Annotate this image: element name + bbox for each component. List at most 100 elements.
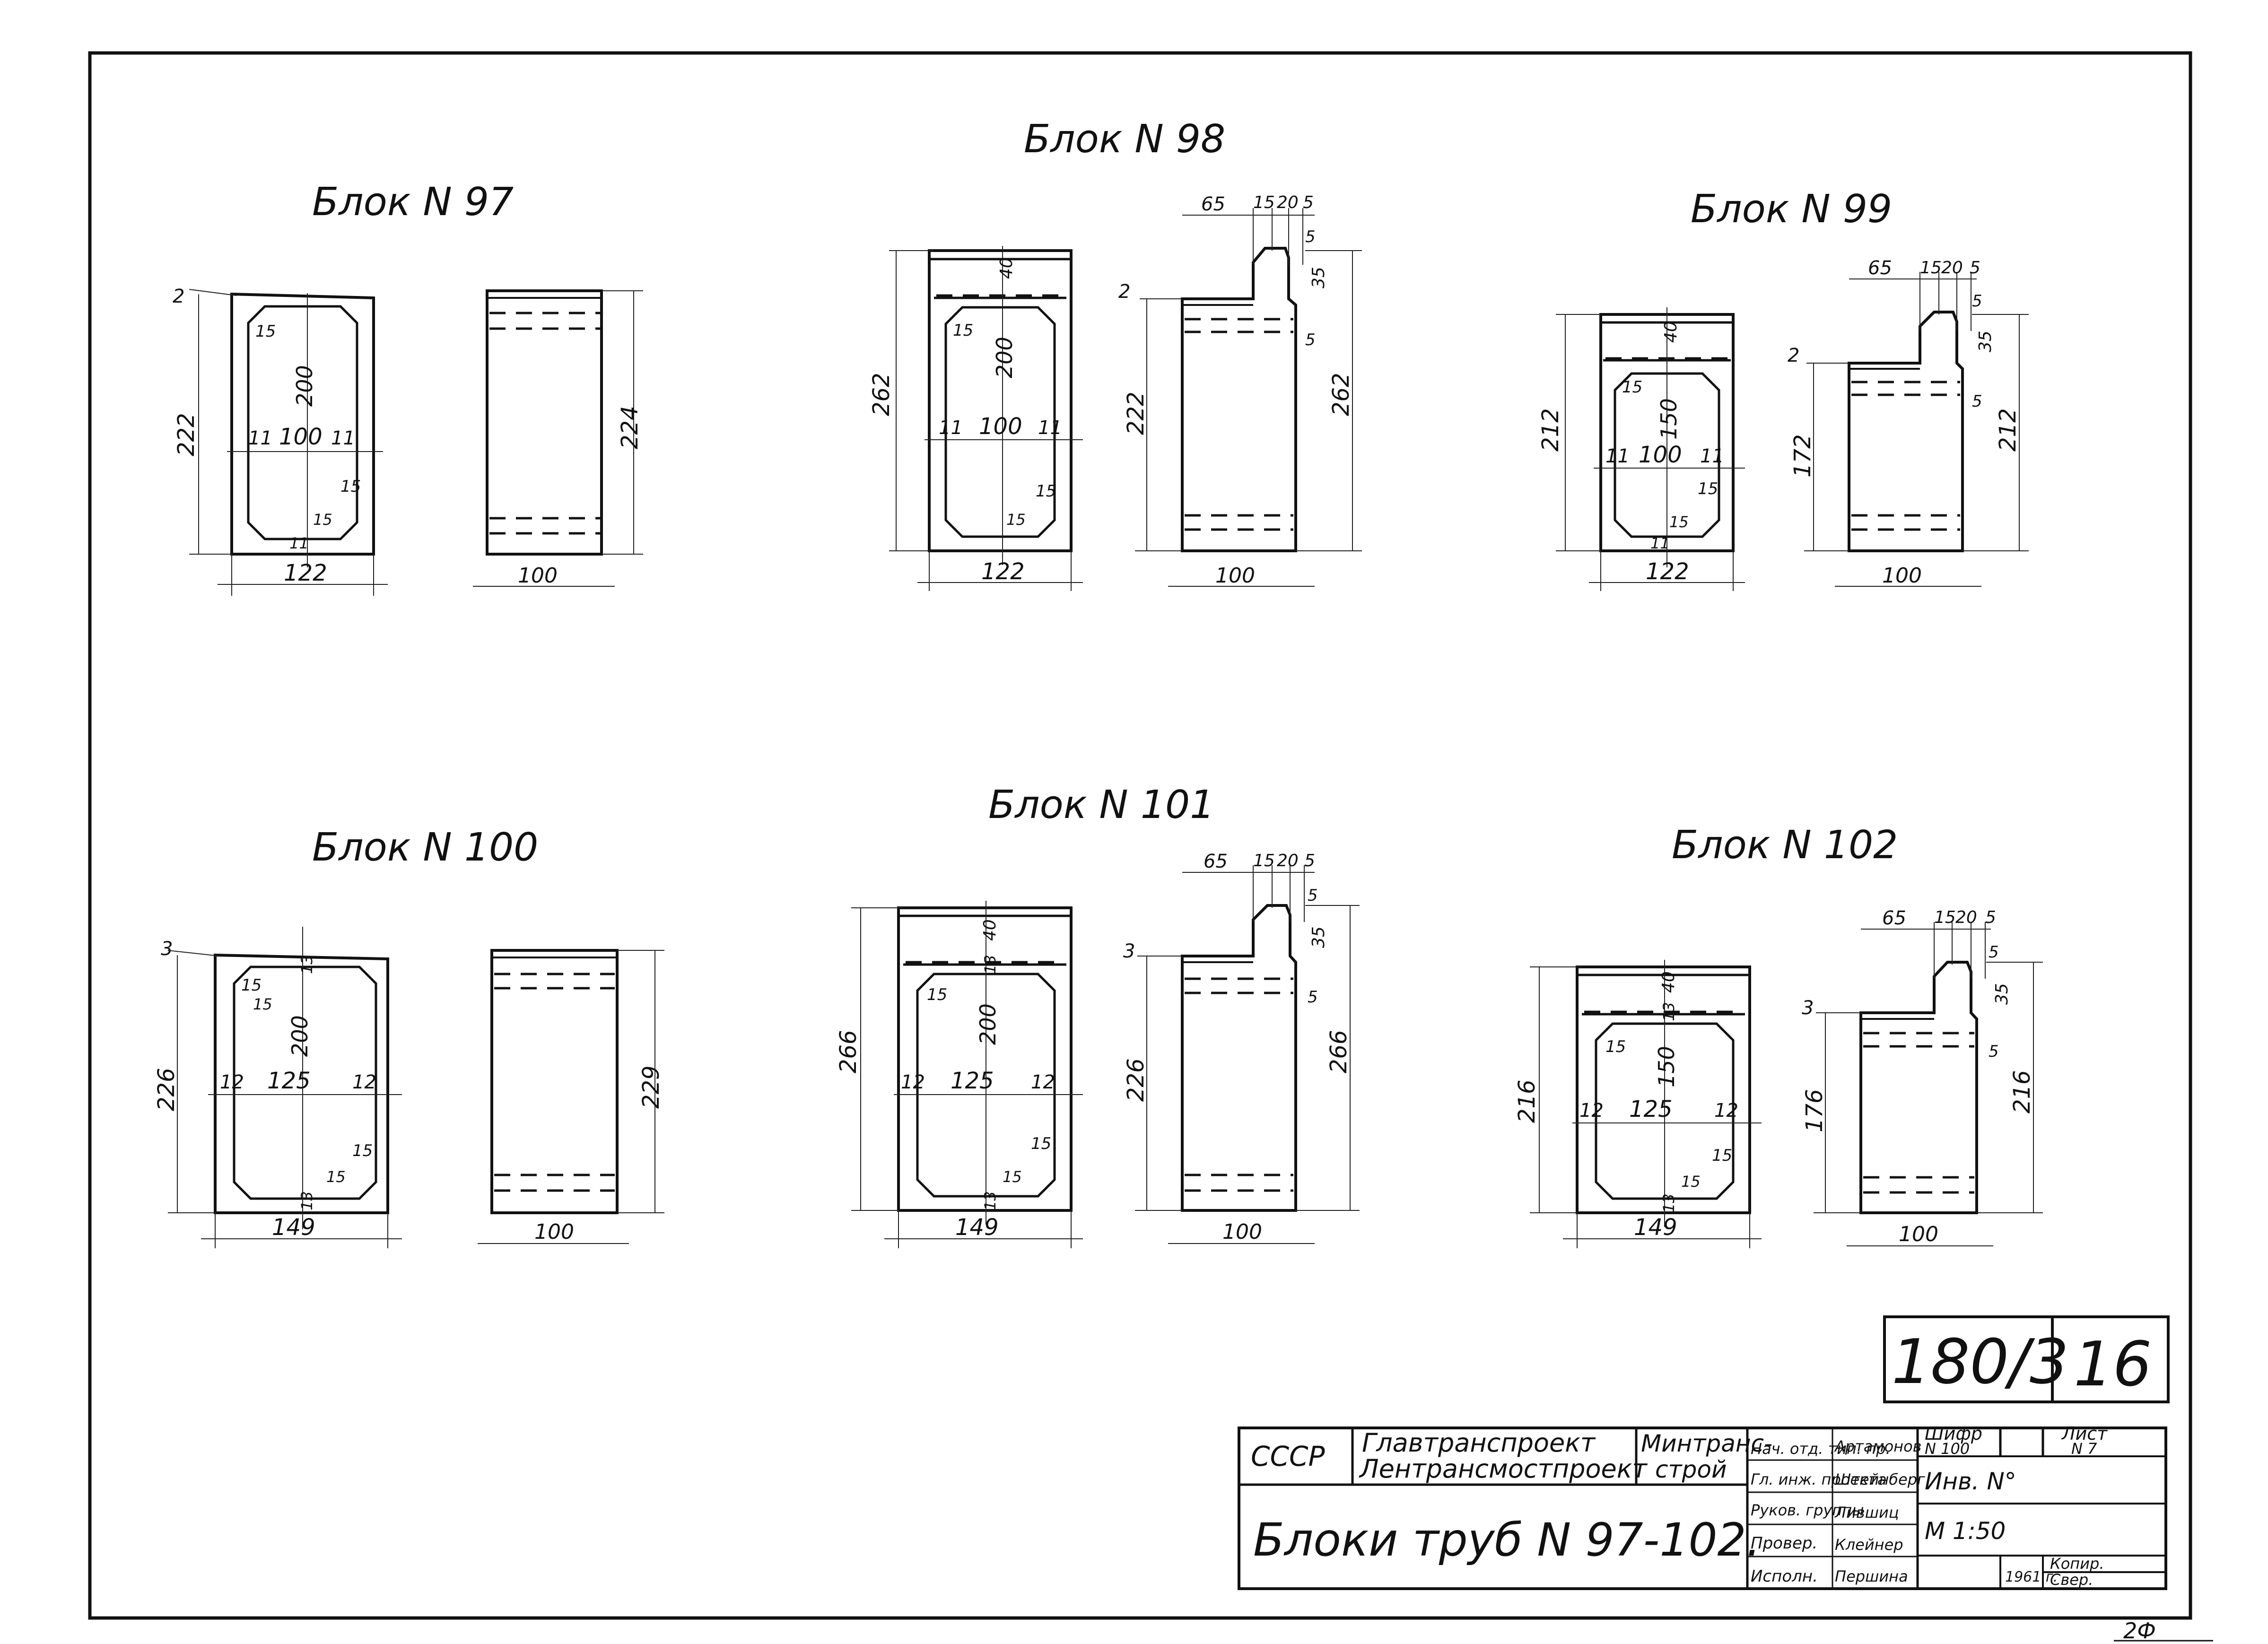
block-101-dim: 15 <box>1031 1134 1051 1153</box>
title-block: СССР Главтранспроект Лентрансмостпроект … <box>1238 1423 2167 1590</box>
block-98-side-dim: 2 <box>1118 281 1130 303</box>
block-101-width: 149 <box>955 1214 999 1241</box>
block-102-side-dim: 15 <box>1934 908 1956 927</box>
block-100-width: 149 <box>272 1214 315 1241</box>
copy-label: Копир. <box>2050 1555 2104 1573</box>
block-99-side-dim: 212 <box>1995 408 2021 452</box>
year: 1961 г. <box>2005 1569 2058 1585</box>
block-99-dim: 212 <box>1537 408 1564 452</box>
block-102-dim: 216 <box>1514 1079 1540 1123</box>
block-100-title: Блок N 100 <box>312 825 538 870</box>
signer-name: Клейнер <box>1835 1536 1903 1554</box>
cipher-value: N 100 <box>1925 1440 1970 1458</box>
block-102-side-width: 100 <box>1899 1222 1938 1246</box>
inv-label: Инв. N° <box>1925 1468 2016 1495</box>
block-101-side-width: 100 <box>1222 1220 1262 1244</box>
role-label: Исполн. <box>1751 1567 1818 1586</box>
ministry-line1: Минтранс- <box>1641 1430 1772 1457</box>
block-98-dim: 15 <box>1006 511 1026 529</box>
block-101-dim: 200 <box>975 1003 1001 1045</box>
block-99: Блок N 99 212 40 15 150 11 100 11 15 15 … <box>1537 187 2029 591</box>
block-97-title: Блок N 97 <box>312 180 514 225</box>
block-99-dim: 11 <box>1700 445 1724 467</box>
block-101-dim: 125 <box>951 1068 994 1094</box>
block-100-dim: 12 <box>220 1071 244 1093</box>
block-102-side-view <box>1814 922 2043 1246</box>
block-98-side-dim: 20 <box>1277 193 1299 212</box>
block-101-dim: 15 <box>1003 1168 1022 1186</box>
block-102-dim: 15 <box>1681 1173 1701 1191</box>
block-97-dim: 11 <box>289 534 309 552</box>
block-99-dim: 15 <box>1669 513 1689 531</box>
block-101-dim: 266 <box>835 1030 862 1073</box>
copy-value: Свер. <box>2050 1571 2093 1589</box>
sheet-label: Лист <box>2061 1423 2108 1444</box>
block-97-front-view <box>189 289 388 596</box>
block-102-side-dim: 5 <box>1985 908 1996 927</box>
block-99-dim: 100 <box>1639 442 1682 468</box>
block-99-dim: 15 <box>1698 479 1718 498</box>
block-101-dim: 12 <box>1031 1071 1055 1093</box>
block-98-dim: 15 <box>953 321 973 340</box>
block-102-dim: 40 <box>1659 971 1678 993</box>
block-101-side-view <box>1135 865 1360 1244</box>
block-99-width: 122 <box>1646 558 1689 585</box>
block-98-dim: 262 <box>868 373 895 416</box>
block-100: Блок N 100 3 226 15 15 200 12 125 12 15 … <box>153 825 664 1248</box>
block-101-dim: 13 <box>981 955 999 974</box>
signer-name: Штейнберг <box>1835 1470 1925 1488</box>
block-102-side-dim: 65 <box>1882 907 1906 929</box>
role-label: Провер. <box>1751 1534 1817 1553</box>
block-100-dim: 15 <box>241 976 262 995</box>
role-label: Руков. группы <box>1751 1501 1864 1519</box>
block-102-dim: 13 <box>1660 1002 1678 1021</box>
block-98-side-dim: 5 <box>1305 227 1316 246</box>
block-102-dim: 12 <box>1714 1100 1738 1122</box>
block-100-side-view <box>478 949 664 1244</box>
block-98-side-width: 100 <box>1215 564 1255 588</box>
block-97-side-width: 100 <box>518 564 558 588</box>
sheet-series: 180/3 <box>1892 1326 2069 1398</box>
block-102-side-dim: 5 <box>1989 943 1999 962</box>
block-98-side-dim: 5 <box>1303 193 1314 212</box>
block-97-dim: 100 <box>279 424 323 450</box>
block-99-side-dim: 5 <box>1970 258 1980 278</box>
block-97-dim: 11 <box>248 427 272 449</box>
block-102-dim: 15 <box>1712 1146 1732 1165</box>
block-101-side-dim: 5 <box>1308 988 1318 1007</box>
block-101-dim: 12 <box>901 1071 925 1093</box>
block-99-side-view <box>1804 272 2029 587</box>
block-99-front-view <box>1556 307 1745 591</box>
block-99-side-dim: 15 <box>1920 258 1942 278</box>
block-97-side-view <box>473 289 643 587</box>
block-100-dim: 125 <box>267 1068 311 1094</box>
block-100-dim: 12 <box>352 1071 376 1093</box>
block-98-front-view <box>889 246 1083 591</box>
block-102-side-dim: 35 <box>1992 983 2012 1005</box>
block-99-side-dim: 2 <box>1788 345 1799 366</box>
signer-name: Першина <box>1835 1567 1908 1585</box>
org-country: СССР <box>1251 1440 1325 1472</box>
block-99-dim: 15 <box>1622 378 1642 397</box>
block-97-dim: 222 <box>173 413 200 456</box>
block-97-side-height: 224 <box>617 406 643 449</box>
block-101-side-dim: 20 <box>1277 851 1299 870</box>
block-98-side-dim: 15 <box>1253 193 1275 212</box>
role-label: Нач. отд. тип. пр. <box>1751 1440 1891 1458</box>
block-101-side-dim: 3 <box>1123 940 1135 962</box>
corner-mark: 2Ф <box>2114 1618 2213 1644</box>
block-101-dim: 13 <box>981 1191 999 1210</box>
block-100-dim: 13 <box>298 955 316 974</box>
block-97-dim: 15 <box>340 477 361 496</box>
block-99-dim: 150 <box>1656 398 1682 440</box>
block-101-side-dim: 226 <box>1123 1058 1149 1102</box>
block-98-dim: 11 <box>939 417 963 439</box>
block-99-side-dim: 20 <box>1941 258 1963 278</box>
block-98-dim: 100 <box>979 413 1022 440</box>
block-98-dim: 200 <box>992 337 1017 378</box>
block-99-side-dim: 65 <box>1868 257 1892 279</box>
block-98: Блок N 98 262 40 15 200 11 100 11 15 15 … <box>868 117 1362 591</box>
block-99-side-dim: 5 <box>1972 392 1982 411</box>
sheet-frame <box>88 51 2192 1620</box>
